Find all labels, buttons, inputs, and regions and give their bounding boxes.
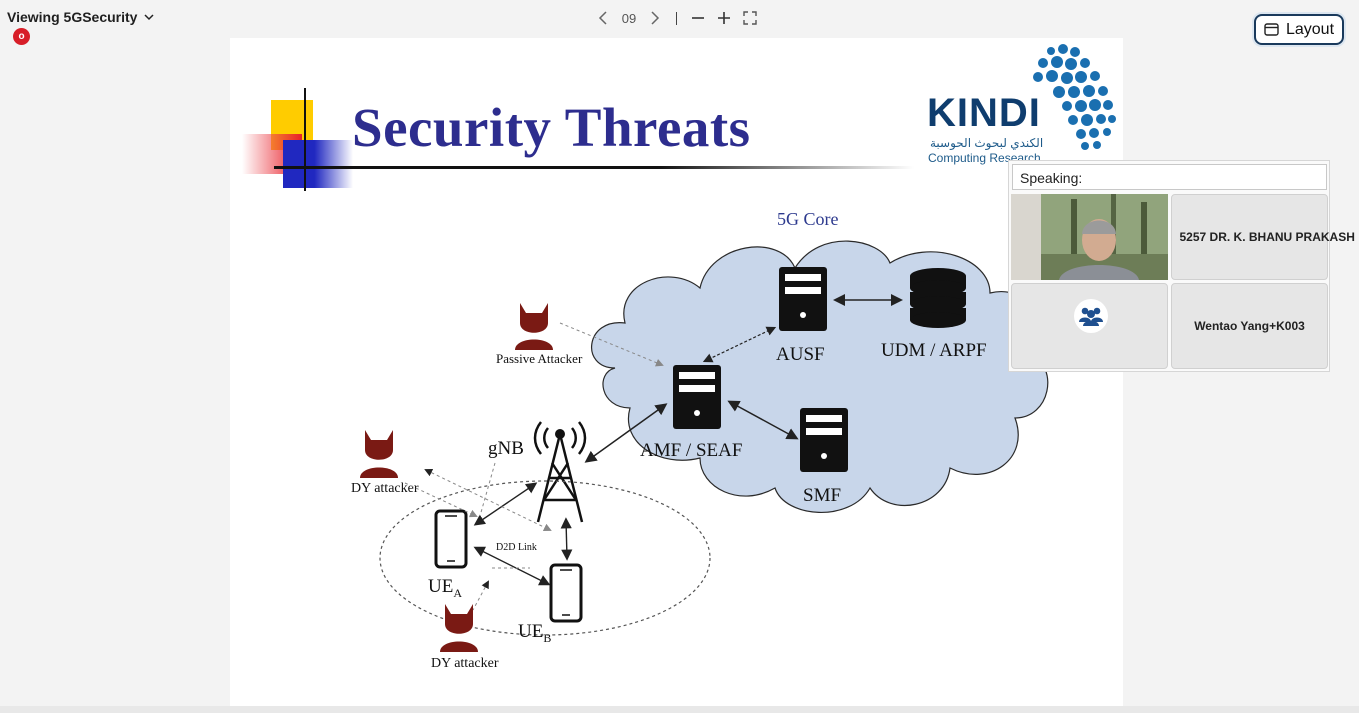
chevron-left-icon <box>598 11 607 25</box>
bottom-strip <box>0 706 1359 713</box>
people-group-icon <box>1074 299 1108 333</box>
passive-attacker-icon <box>515 303 553 350</box>
top-bar: Viewing 5GSecurity o 09 Layout <box>0 0 1359 45</box>
layout-button[interactable]: Layout <box>1254 14 1344 45</box>
dy-attacker-bottom-icon <box>440 604 478 652</box>
zoom-in-button[interactable] <box>715 8 733 28</box>
slide-title: Security Threats <box>352 97 751 158</box>
participant-tile-group[interactable] <box>1011 283 1168 369</box>
ue-b-subscript: B <box>543 631 551 645</box>
participant-video-tile[interactable] <box>1011 194 1168 280</box>
zoom-out-button[interactable] <box>689 8 707 28</box>
plus-icon <box>718 12 730 24</box>
participant-tile-bhanu[interactable]: 5257 DR. K. BHANU PRAKASH <box>1171 194 1355 280</box>
logo-arabic-text: الكندي لبحوث الحوسبة <box>930 136 1044 150</box>
logo-wordmark: KINDI <box>927 91 1041 135</box>
participant-name: Wentao Yang+K003 <box>1194 319 1305 333</box>
ue-b-phone-icon <box>549 563 583 623</box>
participant-name: 5257 DR. K. BHANU PRAKASH <box>1179 230 1355 244</box>
participant-video <box>1011 194 1168 280</box>
viewing-label: Viewing 5GSecurity <box>7 9 138 25</box>
svg-text:UEB: UEB <box>518 621 551 645</box>
slide-pager: 09 <box>594 7 759 29</box>
udm-label: UDM / ARPF <box>881 340 987 361</box>
participant-tile-wentao[interactable]: Wentao Yang+K003 <box>1171 283 1328 369</box>
minus-icon <box>692 17 704 19</box>
passive-attacker-label: Passive Attacker <box>496 351 583 366</box>
chevron-down-icon <box>144 14 154 21</box>
viewing-share-dropdown[interactable]: Viewing 5GSecurity <box>7 9 155 25</box>
gnb-label: gNB <box>488 438 524 459</box>
next-page-button[interactable] <box>646 8 664 28</box>
dy-attacker-top-icon <box>360 430 398 478</box>
layout-label: Layout <box>1285 20 1335 38</box>
ue-a-label: UE <box>428 576 453 597</box>
toolbar-divider <box>676 11 677 25</box>
d2d-link-label: D2D Link <box>496 542 537 553</box>
amf-label: AMF / SEAF <box>640 440 742 461</box>
title-underline <box>274 166 914 169</box>
udm-database-icon <box>910 268 966 328</box>
expand-icon <box>743 11 757 25</box>
kindi-logo: KINDI الكندي لبحوث الحوسبة Computing Res… <box>927 43 1119 165</box>
smf-server-icon <box>800 408 848 472</box>
core-label: 5G Core <box>777 209 839 229</box>
recording-badge: o <box>13 28 30 45</box>
shared-slide: Security Threats KINDI الكندي لبحوث الحو… <box>230 38 1123 706</box>
dy-attacker-bottom-label: DY attacker <box>431 656 499 671</box>
ue-a-subscript: A <box>453 586 462 600</box>
logo-dots-graphic <box>1033 44 1116 150</box>
d2d-area <box>379 480 711 636</box>
previous-page-button[interactable] <box>594 8 612 28</box>
dy-attacker-top-label: DY attacker <box>351 481 419 496</box>
speaking-indicator: Speaking: <box>1012 164 1327 190</box>
5g-security-diagram: 5G Core AUSF UDM / ARPF AMF / SEAF SMF <box>351 209 1049 671</box>
page-number: 09 <box>621 10 637 26</box>
chevron-right-icon <box>651 11 660 25</box>
participants-panel: Speaking: 5257 DR. K. BHANU PRAKASH <box>1008 160 1355 372</box>
title-decoration-blue <box>283 140 353 188</box>
smf-label: SMF <box>803 485 841 506</box>
title-decoration-vline <box>304 88 306 191</box>
ausf-label: AUSF <box>776 344 825 365</box>
ue-a-phone-icon <box>434 509 468 569</box>
fit-to-screen-button[interactable] <box>741 8 759 28</box>
layout-icon <box>1264 23 1279 36</box>
ue-b-label: UE <box>518 621 543 642</box>
ausf-server-icon <box>779 267 827 331</box>
amf-server-icon <box>673 365 721 429</box>
svg-text:UEA: UEA <box>428 576 462 600</box>
